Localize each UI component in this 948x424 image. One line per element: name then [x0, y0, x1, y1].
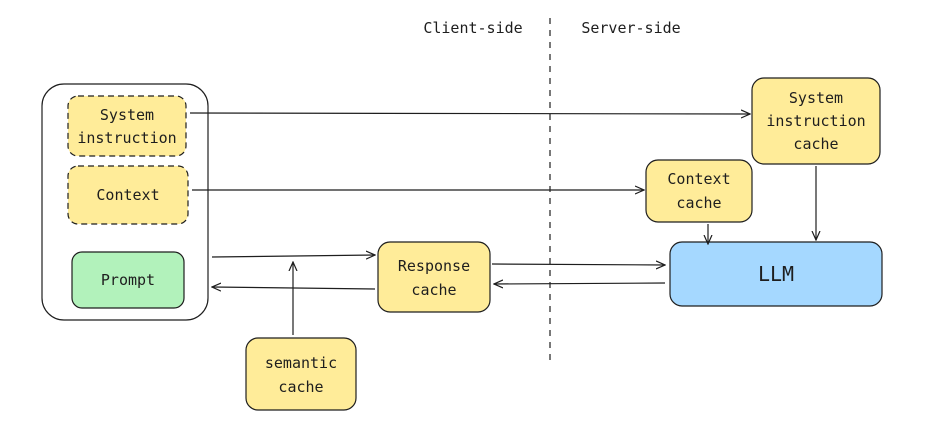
llm-node: LLM — [669, 241, 883, 307]
semantic-cache-node: semantic cache — [245, 337, 357, 411]
semantic-cache-line-1: semantic — [265, 354, 337, 372]
arrow-response-cache-to-llm — [491, 264, 665, 265]
arrow-prompt-to-response-cache — [211, 255, 375, 257]
system-instruction-cache-line-1: System — [789, 89, 843, 107]
response-cache-line-2: cache — [411, 281, 456, 299]
system-instruction-line-2: instruction — [77, 129, 176, 147]
response-cache-node: Response cache — [377, 241, 491, 313]
system-instruction-cache-line-3: cache — [793, 135, 838, 153]
arrow-system-instruction-to-cache — [189, 113, 750, 114]
context-label: Context — [96, 186, 159, 204]
system-instruction-cache-node: System instruction cache — [751, 77, 881, 165]
prompt-label: Prompt — [101, 271, 155, 289]
system-instruction-node: System instruction — [67, 95, 187, 157]
context-cache-line-1: Context — [667, 170, 730, 188]
context-cache-node: Context cache — [645, 159, 753, 223]
system-instruction-cache-line-2: instruction — [766, 112, 865, 130]
prompt-node: Prompt — [71, 251, 185, 309]
response-cache-line-1: Response — [398, 257, 470, 275]
context-cache-line-2: cache — [676, 194, 721, 212]
semantic-cache-line-2: cache — [278, 378, 323, 396]
context-node: Context — [67, 165, 189, 225]
system-instruction-line-1: System — [100, 106, 154, 124]
llm-label: LLM — [758, 262, 794, 286]
arrow-llm-to-response-cache — [494, 283, 666, 284]
server-side-label: Server-side — [581, 19, 680, 37]
client-side-label: Client-side — [423, 19, 522, 37]
